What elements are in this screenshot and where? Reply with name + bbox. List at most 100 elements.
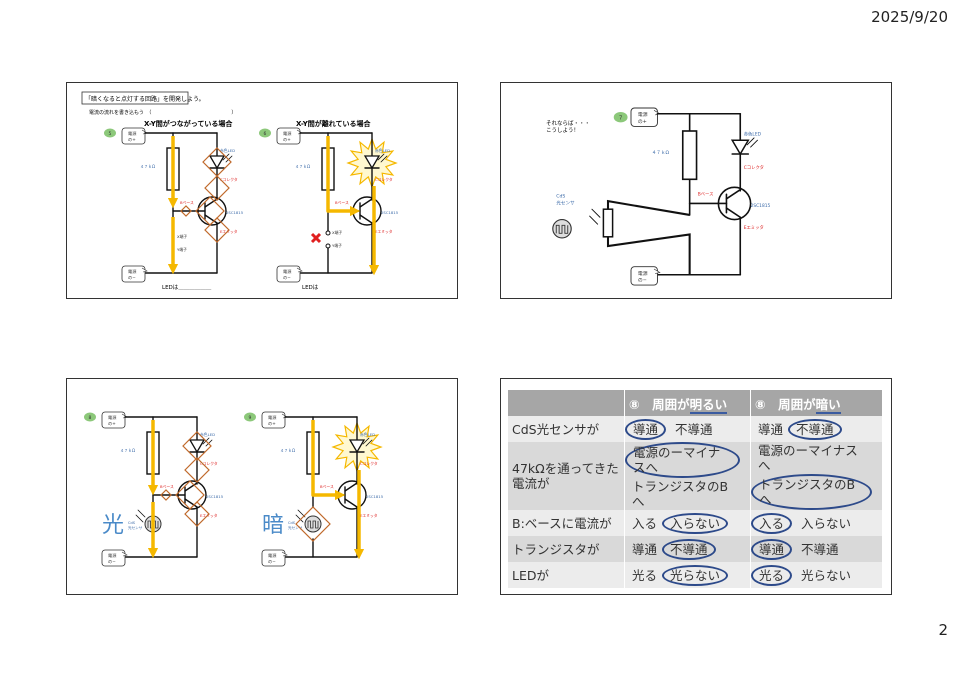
- slide-thumbnail-1[interactable]: 「暗くなると点灯する回路」を開発しよう。 電流の流れを書き込もう （ ） X-Y…: [66, 82, 458, 299]
- cross-mark-icon: [295, 506, 331, 542]
- dark-label: 暗: [262, 513, 284, 538]
- light-ray-icon: [295, 514, 304, 523]
- table-row: CdS光センサが導通不導通導通不導通: [508, 416, 883, 442]
- print-date: 2025/9/20: [871, 8, 948, 26]
- circuit-dark: 電源の+４７ｋΩ赤色LEDCコレクタBベース2SC1815Eエミッタ電源の−Cd…: [244, 411, 384, 567]
- header-dark-prefix: ⑧ 周囲が: [755, 396, 816, 412]
- light-ray-icon: [205, 439, 213, 447]
- dark-cell: 光る光らない: [750, 562, 883, 588]
- answer-option: 光らない: [801, 567, 852, 583]
- answer-option: トランジスタのBへ: [632, 479, 729, 509]
- battery-label: の+: [638, 119, 647, 125]
- dark-cell: 導通不導通: [750, 416, 883, 442]
- header-bright: ⑧ 周囲が明るい: [624, 390, 751, 416]
- transistor-collector: [184, 482, 198, 492]
- step-number: 8: [89, 415, 92, 421]
- header-bright-underlined: 明るい: [689, 396, 728, 414]
- step-bubble: [84, 412, 96, 422]
- light-label: 光: [102, 513, 124, 538]
- led-icon: [348, 439, 366, 454]
- step-number: 9: [249, 415, 252, 421]
- current-flow-arrow: [311, 420, 346, 501]
- battery-label: 電源: [128, 268, 137, 275]
- transistor-collector: [725, 188, 742, 200]
- dark-cell: 導通不導通: [750, 536, 883, 562]
- instruction-text: 電流の流れを書き込もう （ ）: [89, 109, 236, 116]
- circled-answer: 電源のーマイナスへ: [625, 442, 740, 478]
- led-label: 赤色LED: [220, 148, 235, 153]
- led-label: 赤色LED: [375, 148, 390, 153]
- emitter-label: Eエミッタ: [375, 229, 393, 234]
- battery-label: の−: [108, 559, 116, 564]
- battery-label: 電源: [638, 270, 648, 277]
- cross-mark-icon: [180, 205, 192, 217]
- emitter-label: Eエミッタ: [360, 513, 378, 518]
- resistor-label: ４７ｋΩ: [280, 448, 295, 453]
- battery-plus-box: [276, 127, 301, 145]
- transistor-label: 2SC1815: [751, 203, 771, 209]
- circuit-with-cds: 電源の+４７ｋΩ赤色LEDCコレクタBベース2SC1815Eエミッタ電源の−Cd…: [552, 107, 771, 286]
- collector-label: Cコレクタ: [360, 461, 378, 466]
- cds-wire-bottom: [606, 233, 691, 275]
- emitter-label: Eエミッタ: [744, 224, 764, 231]
- circled-answer: 光らない: [662, 564, 729, 586]
- cross-mark-icon: [175, 480, 205, 510]
- cds-pattern: [555, 224, 569, 234]
- battery-label: 電源: [128, 130, 137, 137]
- light-ray-icon: [137, 509, 146, 518]
- row-label: 47kΩを通ってきた電流が: [508, 442, 625, 510]
- table-row: 47kΩを通ってきた電流が電源のーマイナスへトランジスタのBへ電源のーマイナスへ…: [508, 442, 883, 510]
- title-box: [81, 91, 189, 105]
- light-ray-icon: [589, 215, 599, 225]
- collector-label: Cコレクタ: [220, 177, 238, 182]
- battery-label: の−: [638, 278, 647, 284]
- cross-mark-icon: [184, 457, 210, 483]
- slide-title: 「暗くなると点灯する回路」を開発しよう。: [85, 95, 205, 103]
- battery-minus-box: [261, 549, 286, 567]
- cross-mark-icon: [204, 175, 230, 201]
- note-line-2: こうしよう！: [546, 127, 579, 134]
- base-label: Bベース: [698, 191, 714, 197]
- circled-answer: トランジスタのBへ: [751, 474, 872, 510]
- x-terminal-label: X端子: [332, 230, 342, 235]
- light-ray-icon: [365, 439, 373, 447]
- battery-label: 電源: [283, 268, 292, 275]
- table-row: トランジスタが導通不導通導通不導通: [508, 536, 883, 562]
- y-terminal-label: Y端子: [332, 243, 342, 248]
- base-label: Bベース: [180, 200, 194, 205]
- battery-label: の+: [268, 421, 276, 426]
- red-x-icon: [310, 232, 322, 244]
- battery-label: 電源: [108, 552, 117, 559]
- row-label: LEDが: [508, 562, 625, 588]
- circled-answer: 入る: [751, 512, 793, 534]
- step-bubble: [244, 412, 256, 422]
- emitter-label: Eエミッタ: [200, 513, 218, 518]
- x-terminal-label: X端子: [177, 234, 187, 239]
- light-ray-icon: [746, 137, 755, 146]
- header-bright-prefix: ⑧ 周囲が: [629, 396, 690, 412]
- circled-answer: 光る: [751, 564, 793, 586]
- led-label: 赤色LED: [360, 432, 375, 437]
- cds-label: 光センサ: [128, 525, 143, 530]
- transistor-emitter: [184, 498, 198, 508]
- current-flow-arrow: [326, 136, 361, 217]
- cross-mark-icon: [204, 217, 230, 243]
- battery-minus-box: [101, 549, 126, 567]
- row-label: B:ベースに電流が: [508, 510, 625, 536]
- circled-answer: 入らない: [662, 512, 729, 534]
- circled-answer: 導通: [751, 538, 793, 560]
- step-bubble: [259, 128, 271, 138]
- step-number: 5: [109, 131, 112, 137]
- transistor-emitter: [344, 498, 358, 508]
- transistor-label: 2SC1815: [206, 494, 224, 499]
- callout-tail: [281, 551, 288, 557]
- battery-label: の+: [283, 137, 291, 142]
- circuit-xy-separated: 電源の+４７ｋΩ赤色LEDCコレクタBベース2SC1815Eエミッタ電源の−X端…: [259, 127, 399, 283]
- led-icon: [188, 439, 206, 454]
- cds-label: 光センサ: [288, 525, 303, 530]
- answer-option: 入る: [632, 515, 658, 531]
